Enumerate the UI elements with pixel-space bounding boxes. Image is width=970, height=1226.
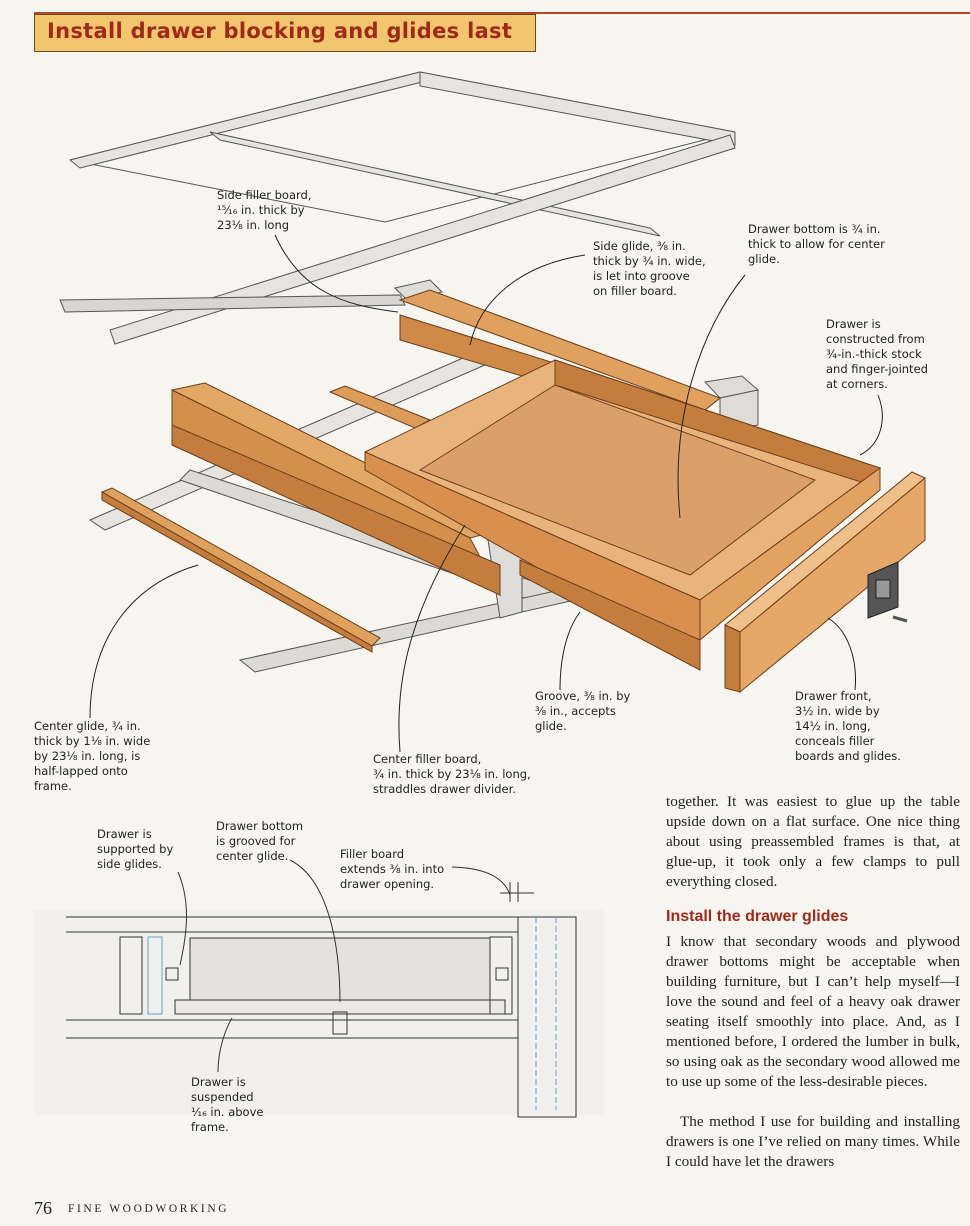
label-drawer-supported: Drawer is supported by side glides. <box>97 827 174 871</box>
label-filler-extends: Filler board extends ⅜ in. into drawer o… <box>340 847 445 891</box>
label-groove: Groove, ⅜ in. by ⅜ in., accepts glide. <box>535 689 631 733</box>
label-side-glide: Side glide, ⅜ in. thick by ¾ in. wide, i… <box>593 239 706 298</box>
section-subhead: Install the drawer glides <box>666 908 849 925</box>
headline-box: Install drawer blocking and glides last <box>34 14 536 52</box>
magazine-name: FINE WOODWORKING <box>68 1203 230 1215</box>
top-rule <box>34 12 970 14</box>
body-paragraph-3: The method I use for building and instal… <box>666 1113 960 1170</box>
page-number: 76 <box>34 1198 52 1218</box>
label-center-filler-board: Center filler board, ¾ in. thick by 23⅛ … <box>373 752 531 796</box>
label-side-filler-board: Side filler board, ¹⁵⁄₁₆ in. thick by 23… <box>217 188 312 232</box>
label-drawer-front: Drawer front, 3½ in. wide by 14½ in. lon… <box>795 689 901 763</box>
label-drawer-constructed: Drawer is constructed from ¾-in.-thick s… <box>826 317 928 391</box>
drawer-box <box>363 359 882 671</box>
drawer-front <box>724 471 926 694</box>
drawer-pull <box>867 561 908 623</box>
label-center-glide: Center glide, ¾ in. thick by 1⅛ in. wide… <box>34 719 151 793</box>
center-glide <box>100 487 381 653</box>
label-drawer-suspended: Drawer is suspended ¹⁄₁₆ in. above frame… <box>191 1075 264 1134</box>
label-drawer-bottom: Drawer bottom is ¾ in. thick to allow fo… <box>748 222 885 266</box>
headline: Install drawer blocking and glides last <box>47 19 513 43</box>
leader-lines <box>89 234 883 753</box>
section-view <box>34 859 604 1118</box>
body-paragraph-1: together. It was easiest to glue up the … <box>666 793 960 890</box>
body-paragraph-2: I know that secondary woods and plywood … <box>666 933 960 1090</box>
label-drawer-bottom-grooved: Drawer bottom is grooved for center glid… <box>216 819 304 863</box>
